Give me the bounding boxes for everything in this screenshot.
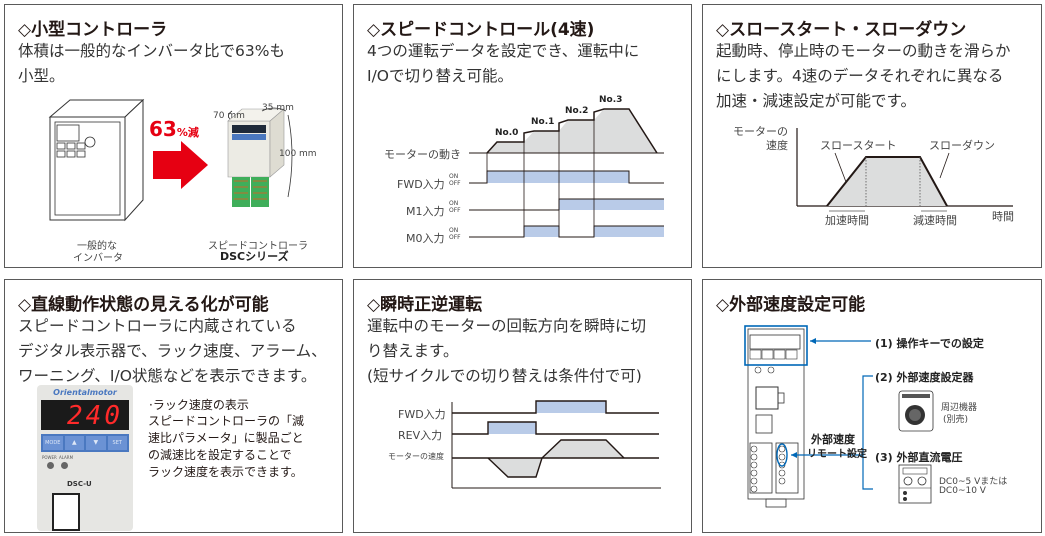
rev-on-band [488, 422, 536, 434]
row-label-fwd: FWD入力 [397, 178, 445, 191]
x-axis-label: 時間 [992, 210, 1014, 223]
card-compact-controller: ◇小型コントローラ 体積は一般的なインバータ比で63%も 小型。 63%減 [4, 4, 343, 268]
connector [52, 493, 80, 531]
brand-label: Orientalmotor [53, 388, 117, 397]
option-external-setter: (2) 外部速度設定器 [875, 371, 974, 384]
key-row: MODE ▲ ▼ SET [41, 434, 129, 452]
row-label-m0: M0入力 [406, 232, 445, 245]
arrow-right-icon [153, 141, 208, 189]
accel-decel-chart [796, 128, 1013, 212]
card-slow-start: ◇スロースタート・スローダウン 起動時、停止時のモーターの動きを滑らか にします… [702, 4, 1042, 268]
speed-setter-knob-icon [898, 390, 934, 432]
led-power [47, 462, 54, 469]
decel-time-label: 減速時間 [913, 214, 957, 227]
leader-lines [791, 338, 873, 490]
card-title: ◇外部速度設定可能 [716, 295, 866, 315]
row-label-fwd: FWD入力 [398, 408, 446, 421]
reduction-label: 63%減 [149, 117, 199, 141]
reduction-number: 63 [149, 117, 177, 141]
card-title: ◇スピードコントロール(4速) [367, 20, 595, 40]
peripheral-label-2: (別売) [943, 415, 969, 425]
speed-label-no1: No.1 [531, 117, 555, 127]
card-title: ◇スロースタート・スローダウン [716, 20, 967, 40]
reverse-speed-area [488, 458, 542, 477]
card-description: 起動時、停止時のモーターの動きを滑らか にします。4速のデータそれぞれに異なる … [716, 42, 1011, 110]
dsc-caption-2: DSCシリーズ [220, 250, 289, 263]
dim-height: 100 mm [279, 149, 317, 159]
controller-photo: Orientalmotor 240 MODE ▲ ▼ SET POWER ALA… [37, 385, 133, 531]
row-label-speed: モーターの速度 [388, 452, 444, 461]
forward-speed-area [542, 440, 624, 458]
m0-on-band-2 [594, 226, 664, 237]
row-label-rev: REV入力 [398, 429, 443, 442]
trapezoid-outline [826, 156, 948, 207]
peripheral-label-1: 周辺機器 [941, 403, 978, 413]
fwd-on-band [487, 171, 629, 183]
card-external-speed: ◇外部速度設定可能 (1) 操作キ [702, 279, 1042, 533]
y-axis-label-2: 速度 [766, 139, 788, 152]
accel-time-label: 加速時間 [825, 214, 869, 227]
card-description: 体積は一般的なインバータ比で63%も 小型。 [18, 42, 285, 85]
digital-display: 240 [41, 400, 129, 431]
note-body: スピードコントローラの「減 速比パラメータ」に製品ごと の減速比を設定することで… [148, 414, 305, 479]
fwd-on-band [536, 401, 606, 413]
led-label-power: POWER [42, 455, 57, 460]
speed-label-no0: No.0 [495, 128, 519, 138]
key-set[interactable]: SET [107, 436, 127, 450]
speed-timing-chart [469, 108, 664, 238]
display-value: 240 [67, 401, 123, 431]
remote-terminal-highlight [776, 443, 788, 467]
inverter-caption-2: インバータ [73, 253, 123, 264]
reduction-suffix: %減 [176, 126, 199, 139]
remote-label-2: リモート設定 [807, 449, 867, 460]
option-dc-voltage: (3) 外部直流電圧 [875, 451, 963, 464]
led-label-alarm: ALARM [59, 455, 74, 460]
trapezoid-fill [827, 157, 947, 206]
y-axis-label-1: モーターの [733, 125, 788, 138]
card-instant-reverse: ◇瞬時正逆運転 運転中のモーターの回転方向を瞬時に切 り替えます。 (短サイクル… [353, 279, 692, 533]
card-title: ◇直線動作状態の見える化が可能 [18, 295, 269, 315]
card-speed-control: ◇スピードコントロール(4速) 4つの運転データを設定でき、運転中に I/Oで切… [353, 4, 692, 268]
card-description: 運転中のモーターの回転方向を瞬時に切 り替えます。 (短サイクルでの切り替えは条… [367, 317, 647, 385]
model-label: DSC-U [67, 480, 92, 488]
row-label-m1: M1入力 [406, 205, 445, 218]
speed-controller-illustration [227, 107, 293, 207]
row-label-motion: モーターの動き [384, 148, 461, 161]
key-mode[interactable]: MODE [43, 436, 63, 450]
m1-on-band [559, 199, 664, 210]
slow-down-label: スローダウン [929, 139, 995, 152]
dim-depth: 35 mm [262, 103, 294, 113]
voltage-label-1: DC0~5 Vまたは [939, 477, 1008, 487]
operation-keys-highlight [744, 325, 808, 366]
m0-on-band-1 [524, 226, 559, 237]
led-alarm [61, 462, 68, 469]
card-title: ◇小型コントローラ [18, 20, 168, 40]
speed-label-no2: No.2 [565, 106, 589, 116]
card-description: スピードコントローラに内蔵されている デジタル表示器で、ラック速度、アラーム、 … [18, 317, 327, 385]
motion-profile [487, 142, 524, 153]
inverter-caption-1: 一般的な [77, 241, 117, 252]
voltage-label-2: DC0~10 V [939, 486, 986, 496]
controller-diagram [744, 325, 808, 508]
dsc-caption-1: スピードコントローラ [208, 241, 308, 252]
card-status-visualization: ◇直線動作状態の見える化が可能 スピードコントローラに内蔵されている デジタル表… [4, 279, 343, 533]
option-operation-keys: (1) 操作キーでの設定 [875, 337, 984, 350]
slow-start-label: スロースタート [820, 139, 897, 152]
key-down[interactable]: ▼ [86, 436, 106, 450]
remote-label-1: 外部速度 [811, 433, 855, 446]
inverter-illustration [48, 98, 145, 222]
key-up[interactable]: ▲ [64, 436, 84, 450]
reverse-timing-chart [451, 400, 661, 489]
note-title: ·ラック速度の表示 [149, 398, 249, 412]
card-description: 4つの運転データを設定でき、運転中に I/Oで切り替え可能。 [367, 42, 640, 85]
dc-power-supply-icon [898, 464, 932, 504]
dim-width: 70 mm [213, 111, 245, 121]
card-title: ◇瞬時正逆運転 [367, 295, 483, 315]
speed-label-no3: No.3 [599, 95, 623, 105]
